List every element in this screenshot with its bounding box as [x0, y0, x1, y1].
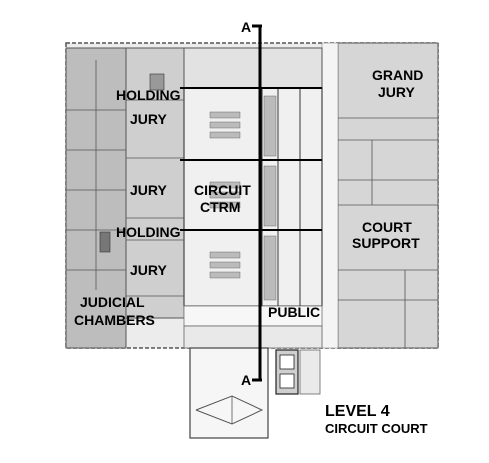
label-grand: GRAND	[372, 67, 423, 83]
bridge-truss	[195, 395, 264, 425]
section-marker-bottom: A	[241, 372, 251, 388]
label-ctrm: CTRM	[200, 199, 240, 215]
dark-shaft	[99, 231, 111, 253]
label-jury-1: JURY	[130, 111, 167, 127]
label-holding-mid: HOLDING	[116, 224, 181, 240]
label-support: SUPPORT	[352, 235, 420, 251]
west-room-grid	[66, 60, 184, 297]
label-chambers: CHAMBERS	[74, 312, 155, 328]
east-corridor	[321, 42, 339, 349]
courtroom-seating	[209, 95, 277, 301]
label-circuit: CIRCUIT	[194, 182, 251, 198]
stair-south-east	[299, 349, 321, 395]
east-room-grid	[338, 117, 438, 348]
label-holding-top: HOLDING	[116, 87, 181, 103]
zone-north-service	[183, 47, 323, 89]
elevator-1	[279, 354, 295, 370]
section-marker-top: A	[241, 19, 251, 35]
zone-west-support	[125, 47, 185, 319]
label-court: COURT	[362, 219, 412, 235]
zone-courtrooms	[183, 87, 323, 307]
south-wing	[183, 325, 323, 349]
label-grand-jury: JURY	[378, 84, 415, 100]
courtroom-dividers	[180, 87, 322, 231]
caption-level: LEVEL 4	[325, 403, 390, 420]
south-bridge	[189, 347, 269, 439]
restroom-block	[149, 73, 165, 91]
label-judicial: JUDICIAL	[80, 294, 145, 310]
elevator-2	[279, 373, 295, 389]
caption-name: CIRCUIT COURT	[325, 421, 428, 436]
label-jury-2: JURY	[130, 182, 167, 198]
zone-east-support	[337, 42, 439, 349]
label-jury-3: JURY	[130, 262, 167, 278]
label-public: PUBLIC	[268, 304, 320, 320]
